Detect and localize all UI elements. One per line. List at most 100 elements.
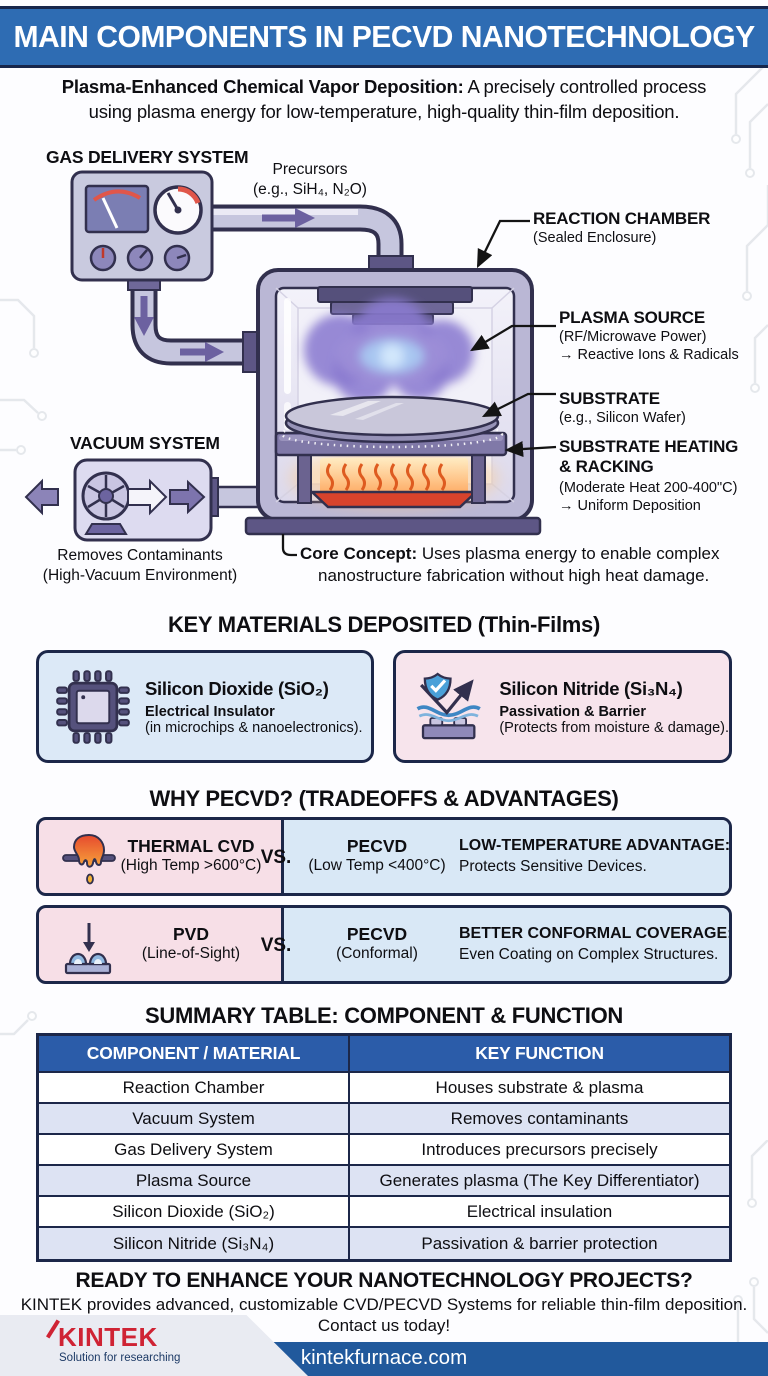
table-row: Vacuum System: [39, 1104, 350, 1135]
gas-flow-arrow-icon: [262, 208, 315, 228]
flow-arrow-outline-icon: [127, 478, 168, 516]
substrate-sublabel: (e.g., Silicon Wafer): [559, 410, 686, 426]
comparison-mid-text: PECVD (Low Temp <400°C): [307, 836, 447, 875]
microchip-icon: [56, 669, 130, 744]
heating-label-line1: SUBSTRATE HEATING: [559, 437, 739, 456]
vs-label: VS.: [260, 847, 292, 868]
circuit-pattern: [731, 61, 768, 178]
flow-arrow-icon: [169, 479, 206, 515]
material-desc: (in microchips & nanoelectronics).: [145, 719, 363, 736]
mid-option-title: PECVD: [346, 836, 408, 856]
core-concept-line2: nanostructure fabrication without high h…: [318, 566, 710, 585]
comparison-advantage-text: LOW-TEMPERATURE ADVANTAGE: Protects Sens…: [459, 837, 729, 876]
advantage-sub: Even Coating on Complex Structures.: [459, 946, 719, 963]
intro-rest: A precisely controlled process: [463, 76, 707, 97]
comparison-row-thermal: THERMAL CVD (High Temp >600°C) VS. PECVD…: [36, 817, 732, 896]
table-row: Removes contaminants: [350, 1104, 729, 1135]
comparison-right-panel: [281, 908, 729, 981]
table-row: Houses substrate & plasma: [350, 1073, 729, 1104]
heating-result: → Uniform Deposition: [559, 498, 701, 514]
precursors-line1: Precursors: [272, 161, 348, 178]
circuit-pattern: [0, 1011, 37, 1036]
header-banner: MAIN COMPONENTS IN PECVD NANOTECHNOLOGY: [0, 6, 768, 68]
heating-label-line2: & RACKING: [559, 457, 654, 476]
material-subtitle: Passivation & Barrier: [499, 703, 647, 720]
heat-waves-icon: [326, 463, 446, 491]
control-knobs-icon: [89, 244, 191, 272]
table-row: Silicon Nitride (Si₃N₄): [39, 1228, 350, 1259]
reaction-chamber-label: REACTION CHAMBER: [533, 209, 711, 228]
summary-section-title: SUMMARY TABLE: COMPONENT & FUNCTION: [145, 1003, 623, 1028]
gas-line-pipe: [130, 286, 259, 373]
core-concept-rest: Uses plasma energy to enable complex: [417, 544, 720, 563]
heating-sublabel: (Moderate Heat 200-400"C): [559, 480, 738, 496]
mid-option-sub: (Low Temp <400°C): [308, 857, 446, 874]
advantage-sub: Protects Sensitive Devices.: [459, 858, 647, 875]
pressure-display-icon: [84, 184, 150, 234]
table-header-component: COMPONENT / MATERIAL: [39, 1036, 350, 1073]
left-option-title: PVD: [173, 924, 209, 944]
intro-line-1: Plasma-Enhanced Chemical Vapor Depositio…: [0, 76, 768, 98]
comparison-advantage-text: BETTER CONFORMAL COVERAGE: Even Coating …: [459, 925, 729, 964]
left-option-title: THERMAL CVD: [127, 836, 255, 856]
heater-element: [290, 448, 498, 509]
advantage-title: LOW-TEMPERATURE ADVANTAGE:: [459, 837, 731, 854]
line-of-sight-icon: [64, 923, 112, 975]
table-row: Generates plasma (The Key Differentiator…: [350, 1166, 729, 1197]
comparison-row-pvd: PVD (Line-of-Sight) VS. PECVD (Conformal…: [36, 905, 732, 984]
cta-line1: KINTEK provides advanced, customizable C…: [20, 1295, 748, 1314]
core-concept-lead: Core Concept:: [300, 544, 418, 563]
plasma-source-result: → Reactive Ions & Radicals: [559, 347, 739, 363]
table-row: Passivation & barrier protection: [350, 1228, 729, 1259]
comparison-left-text: PVD (Line-of-Sight): [111, 924, 271, 963]
reaction-chamber-sublabel: (Sealed Enclosure): [533, 230, 657, 246]
vacuum-sub-line2: (High-Vacuum Environment): [42, 567, 238, 584]
precursors-label: Precursors (e.g., SiH₄, N₂O): [225, 160, 395, 200]
substrate-label: SUBSTRATE: [559, 389, 660, 408]
gauge-icon: [153, 185, 203, 235]
material-card-text: Silicon Dioxide (SiO₂) Electrical Insula…: [145, 678, 363, 736]
summary-table: COMPONENT / MATERIAL KEY FUNCTION Reacti…: [36, 1033, 732, 1262]
mid-option-title: PECVD: [346, 924, 408, 944]
cta-line2: Contact us today!: [317, 1316, 451, 1335]
why-section-title: WHY PECVD? (TRADEOFFS & ADVANTAGES): [149, 786, 619, 811]
vacuum-sub-line1: Removes Contaminants: [57, 547, 223, 564]
page-title: MAIN COMPONENTS IN PECVD NANOTECHNOLOGY: [13, 19, 755, 54]
material-subtitle: Electrical Insulator: [145, 703, 275, 720]
cta-title: READY TO ENHANCE YOUR NANOTECHNOLOGY PRO…: [75, 1269, 693, 1292]
material-card-text: Silicon Nitride (Si₃N₄) Passivation & Ba…: [499, 678, 729, 736]
kintek-tagline: Solution for researching: [59, 1352, 181, 1364]
table-header-function: KEY FUNCTION: [350, 1036, 729, 1073]
down-arrow-icon: [134, 296, 154, 336]
comparison-left-text: THERMAL CVD (High Temp >600°C): [111, 836, 271, 875]
precursors-line2: (e.g., SiH₄, N₂O): [253, 181, 367, 198]
vs-label: VS.: [260, 935, 292, 956]
table-row: Plasma Source: [39, 1166, 350, 1197]
right-arrow-icon: [180, 342, 224, 362]
materials-section-title: KEY MATERIALS DEPOSITED (Thin-Films): [167, 612, 601, 637]
core-concept-line1: Core Concept: Uses plasma energy to enab…: [300, 544, 720, 564]
circuit-pattern: [747, 1140, 768, 1208]
material-card-si3n4: Silicon Nitride (Si₃N₄) Passivation & Ba…: [393, 650, 732, 763]
mid-option-sub: (Conformal): [336, 945, 418, 962]
plasma-cloud: [304, 298, 474, 403]
intro-lead: Plasma-Enhanced Chemical Vapor Depositio…: [61, 76, 464, 97]
vacuum-pump-unit: [73, 458, 219, 542]
comparison-right-panel: [281, 820, 729, 893]
vacuum-system-sublabel: Removes Contaminants (High-Vacuum Enviro…: [10, 546, 270, 586]
website-link[interactable]: kintekfurnace.com: [300, 1346, 468, 1369]
silicon-wafer: [284, 395, 500, 444]
circuit-pattern: [0, 298, 47, 455]
plasma-source-sublabel: (RF/Microwave Power): [559, 329, 707, 345]
plasma-source-label: PLASMA SOURCE: [559, 308, 706, 327]
leader-lines: [281, 219, 557, 557]
intro-line-2: using plasma energy for low-temperature,…: [88, 101, 680, 122]
advantage-title: BETTER CONFORMAL COVERAGE:: [459, 925, 732, 942]
gas-control-unit: [70, 170, 214, 291]
material-name: Silicon Nitride (Si₃N₄): [499, 677, 683, 699]
table-row: Silicon Dioxide (SiO₂): [39, 1197, 350, 1228]
exhaust-arrow-icon: [24, 478, 59, 516]
left-option-sub: (Line-of-Sight): [141, 945, 241, 962]
circuit-pattern: [742, 185, 768, 393]
